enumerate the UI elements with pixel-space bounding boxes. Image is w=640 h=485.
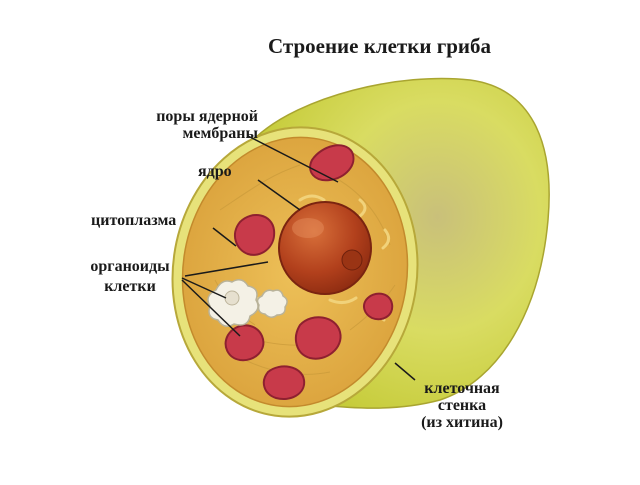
organelle-lower-left bbox=[224, 324, 265, 362]
label-nuclear-pores: поры ядерной мембраны bbox=[118, 108, 258, 142]
organelle-top bbox=[309, 144, 355, 182]
label-cell-wall-line1: клеточная bbox=[424, 380, 500, 397]
label-cell-wall-line2: стенка bbox=[437, 397, 487, 414]
label-cell-wall-line3: (из хитина) bbox=[421, 414, 503, 431]
label-nuclear-pores-line1: поры ядерной bbox=[156, 108, 258, 125]
label-nucleus: ядро bbox=[198, 163, 232, 180]
label-organoids-line2: клетки bbox=[104, 278, 156, 295]
organelle-left bbox=[233, 214, 276, 256]
organelle-bottom bbox=[262, 365, 306, 400]
label-organoids-line1: органоиды bbox=[90, 258, 170, 275]
page-title: Строение клетки гриба bbox=[268, 34, 492, 58]
vacuole-small bbox=[256, 289, 288, 318]
label-cell-wall: клеточная стенка (из хитина) bbox=[392, 380, 532, 431]
organelle-right bbox=[363, 292, 394, 321]
label-organoids: органоиды клетки bbox=[70, 258, 190, 295]
label-nuclear-pores-line2: мембраны bbox=[182, 125, 258, 142]
nucleus bbox=[278, 201, 372, 295]
organelle-center-bottom bbox=[294, 316, 342, 360]
organelles bbox=[224, 144, 394, 400]
leader-lines bbox=[181, 135, 416, 381]
label-cytoplasm: цитоплазма bbox=[91, 212, 177, 229]
vacuoles bbox=[207, 279, 288, 327]
nucleolus bbox=[341, 249, 363, 271]
